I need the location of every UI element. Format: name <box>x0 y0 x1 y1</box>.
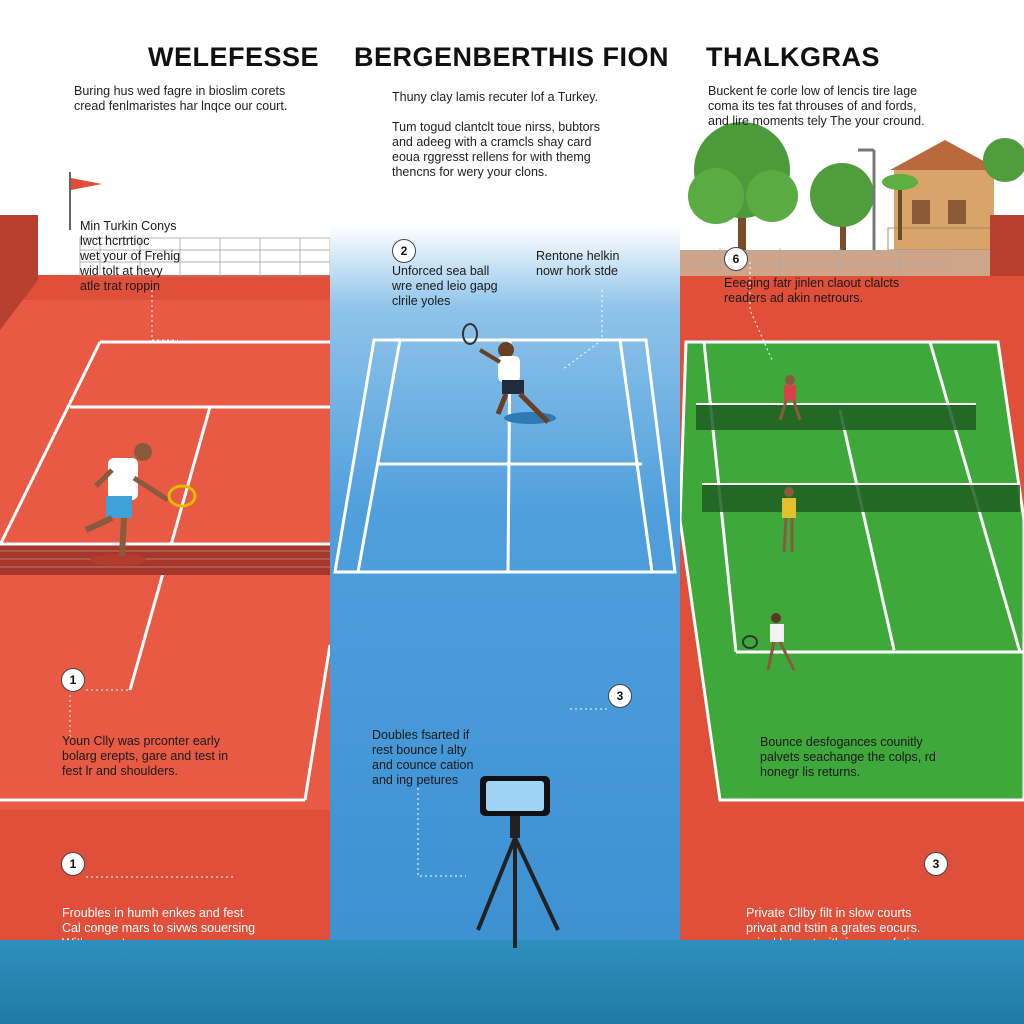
flag-icon <box>69 172 102 230</box>
hard-court-player-figure <box>462 323 556 424</box>
badge-mid-2: 2 <box>392 239 416 263</box>
panel-clay: WELEFESSE Buring hus wed fagre in biosli… <box>0 0 330 1024</box>
panel-intro-right: Buckent fe corle low of lencis tire lage… <box>708 84 925 128</box>
grass-player-figures <box>742 375 802 671</box>
badge-left-1: 1 <box>61 668 85 692</box>
panel-title-right: THALKGRAS <box>706 42 880 72</box>
panel-grass: THALKGRAS Buckent fe corle low of lencis… <box>680 0 1024 1024</box>
hard-court-scene <box>330 0 680 1024</box>
tree-icon <box>688 122 1024 270</box>
note-mid-4: Doubles fsarted if rest bounce l alty an… <box>372 728 474 787</box>
panel-hard-court: BERGENBERTHIS FION Thuny clay lamis recu… <box>330 0 680 1024</box>
note-mid-1: Unforced sea ball wre ened leio gapg clr… <box>392 264 498 308</box>
camera-tripod-icon <box>476 776 560 948</box>
panel-intro-left: Buring hus wed fagre in bioslim corets c… <box>74 84 288 113</box>
clay-player-figure <box>84 443 197 566</box>
badge-right-3: 3 <box>924 852 948 876</box>
net-mesh <box>0 550 330 568</box>
grass-court-scene <box>680 0 1024 1024</box>
badge-left-2: 1 <box>61 852 85 876</box>
lamp-post-icon <box>858 148 876 262</box>
fence <box>79 237 330 277</box>
side-stand <box>0 215 38 330</box>
note-left-1: Youn Clly was prconter early bolarg erep… <box>62 734 229 778</box>
court-label-left: Min Turkin Conys lwct hcrtrtioc wet your… <box>80 219 181 293</box>
clay-court-scene <box>0 0 330 1024</box>
note-right-1: Eeeging fatr jinlen claout clalcts reade… <box>724 276 900 305</box>
note-right-2: Bounce desfogances counitly palvets seac… <box>760 735 936 779</box>
panel-title-left: WELEFESSE <box>148 42 320 72</box>
panel-title-middle: BERGENBERTHIS FION <box>354 42 670 72</box>
panel-intro-middle: Thuny clay lamis recuter lof a Turkey. T… <box>392 90 600 179</box>
net <box>696 403 1020 512</box>
badge-mid-3: 3 <box>608 684 632 708</box>
bottom-band <box>0 940 1024 1024</box>
badge-right-6: 6 <box>724 247 748 271</box>
note-mid-2: Rentone helkin nowr hork stde <box>536 249 620 278</box>
